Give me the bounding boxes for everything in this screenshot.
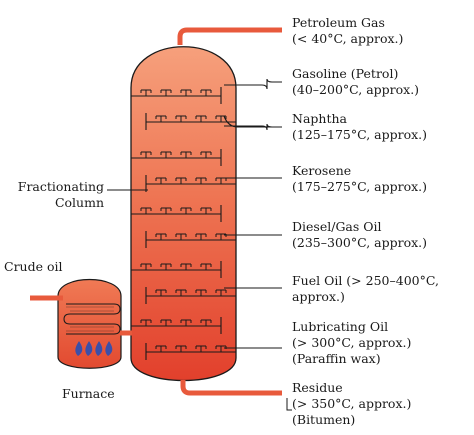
fraction-temp: (235–300°C, approx.)	[292, 235, 427, 250]
bubble-cap	[155, 289, 167, 296]
fraction-name: Fuel Oil (> 250–400°C,	[292, 273, 439, 288]
bubble-cap	[175, 345, 187, 352]
bubble-cap	[180, 319, 192, 326]
bubble-cap	[140, 319, 152, 326]
fraction-name: Kerosene	[292, 163, 351, 178]
fraction-note: (Paraffin wax)	[292, 351, 381, 366]
residue-outlet-pipe	[180, 380, 282, 396]
bubble-cap	[195, 115, 207, 122]
fraction-name: Petroleum Gas	[292, 15, 385, 30]
fraction-labels: Petroleum Gas (< 40°C, approx.) Gasoline…	[292, 15, 439, 427]
outlet-pipe	[223, 115, 282, 128]
bubble-cap	[155, 177, 167, 184]
bubble-cap	[160, 207, 172, 214]
gas-outlet-pipe	[177, 27, 282, 45]
bubble-cap	[140, 207, 152, 214]
bubble-cap	[155, 115, 167, 122]
bubble-cap	[140, 89, 152, 96]
bubble-cap	[175, 115, 187, 122]
outlet-pipe	[224, 78, 282, 90]
bubble-cap	[155, 345, 167, 352]
fraction-temp: (40–200°C, approx.)	[292, 82, 419, 97]
residue-bracket	[286, 398, 292, 411]
bubble-cap	[195, 289, 207, 296]
bubble-cap	[195, 177, 207, 184]
bubble-cap	[160, 151, 172, 158]
fraction-temp: approx.)	[292, 289, 345, 304]
bubble-cap	[180, 207, 192, 214]
bubble-cap	[180, 263, 192, 270]
bubble-cap	[215, 177, 227, 184]
bubble-cap	[195, 345, 207, 352]
furnace-label: Furnace	[62, 386, 115, 401]
fraction-temp: (> 350°C, approx.)	[292, 396, 411, 411]
flame-icon	[75, 341, 113, 356]
fraction-name: Naphtha	[292, 111, 348, 126]
bubble-cap	[175, 289, 187, 296]
crude-oil-label: Crude oil	[4, 259, 62, 274]
bubble-cap	[215, 289, 227, 296]
side-outlets	[223, 78, 292, 411]
bubble-cap	[180, 89, 192, 96]
bubble-cap	[180, 151, 192, 158]
bubble-cap	[195, 233, 207, 240]
bubble-cap	[160, 319, 172, 326]
bubble-cap	[140, 151, 152, 158]
bubble-cap	[140, 263, 152, 270]
fraction-name: Residue	[292, 380, 343, 395]
bubble-cap	[160, 89, 172, 96]
fraction-name: Lubricating Oil	[292, 319, 388, 334]
fraction-temp: (175–275°C, approx.)	[292, 179, 427, 194]
bubble-cap	[215, 233, 227, 240]
fraction-name: Diesel/Gas Oil	[292, 219, 382, 234]
bubble-cap	[215, 115, 227, 122]
column-trays	[131, 87, 236, 360]
bubble-cap	[215, 345, 227, 352]
fraction-note: (Bitumen)	[292, 412, 355, 427]
bubble-cap	[155, 233, 167, 240]
bubble-cap	[175, 233, 187, 240]
bubble-cap	[200, 89, 212, 96]
heating-coil	[63, 303, 121, 335]
column-label-line1: Fractionating	[18, 179, 104, 194]
fraction-temp: (> 300°C, approx.)	[292, 335, 411, 350]
fraction-temp: (125–175°C, approx.)	[292, 127, 427, 142]
furnace	[57, 279, 122, 369]
bubble-cap	[200, 319, 212, 326]
fraction-name: Gasoline (Petrol)	[292, 66, 398, 81]
bubble-cap	[200, 263, 212, 270]
bubble-cap	[175, 177, 187, 184]
bubble-cap	[200, 207, 212, 214]
fraction-temp: (< 40°C, approx.)	[292, 31, 403, 46]
column-label-line2: Column	[55, 195, 104, 210]
bubble-cap	[200, 151, 212, 158]
bubble-cap	[160, 263, 172, 270]
